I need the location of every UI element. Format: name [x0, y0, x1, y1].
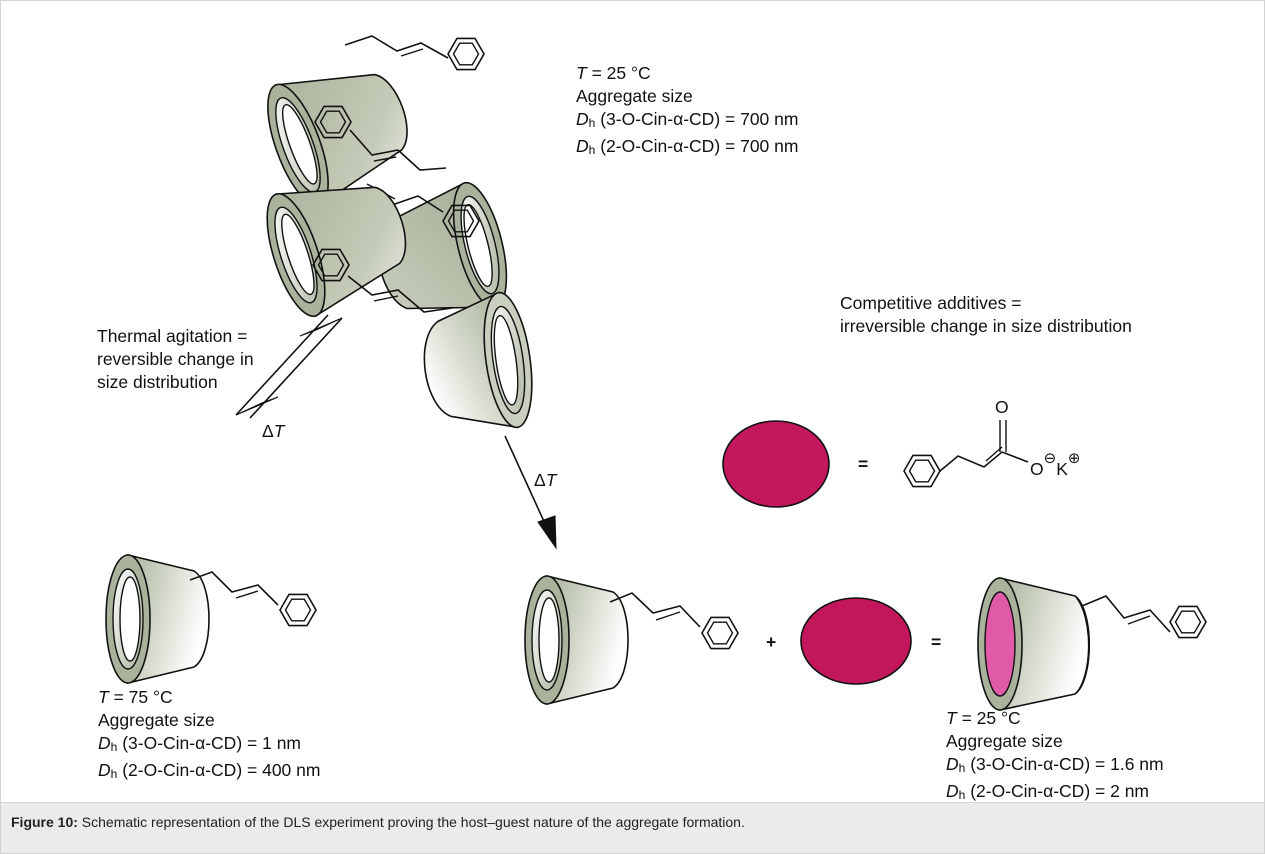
competitive-additives-note: Competitive additives = irreversible cha…	[840, 293, 1132, 336]
benzene-ring-icon	[903, 454, 941, 488]
right-condition-block: T = 25 °C Aggregate size Dh (3-O-Cin-α-C…	[946, 708, 1164, 802]
carbonyl-oxygen-label: O	[995, 397, 1009, 417]
equilibrium-arrow-icon	[235, 314, 343, 419]
inclusion-complex	[977, 576, 1207, 711]
benzene-ring-icon	[447, 37, 485, 71]
thermal-agitation-note: Thermal agitation = reversible change in…	[97, 326, 254, 392]
aggregate-stack	[266, 35, 533, 429]
product-equals-sign: =	[931, 632, 942, 652]
irreversible-arrow-icon	[504, 435, 557, 550]
benzene-ring-icon	[701, 616, 739, 650]
left-condition-block: T = 75 °C Aggregate size Dh (3-O-Cin-α-C…	[98, 687, 321, 781]
plus-sign: +	[766, 632, 777, 652]
free-host-middle	[524, 575, 739, 705]
benzene-ring-icon	[279, 593, 317, 627]
delta-t-left-label: ΔT	[262, 421, 285, 441]
guest-ellipse-icon	[722, 420, 830, 508]
top-condition-block: T = 25 °C Aggregate size Dh (3-O-Cin-α-C…	[576, 63, 799, 157]
free-host-left	[105, 554, 317, 684]
delta-t-right-label: ΔT	[534, 470, 557, 490]
caption-bar: Figure 10: Schematic representation of t…	[1, 802, 1264, 853]
potassium-cinnamate-structure	[903, 420, 1029, 488]
scheme-diagram	[105, 35, 1207, 711]
legend-equals-sign: =	[858, 454, 869, 474]
guest-ellipse-icon	[800, 597, 912, 685]
carboxylate-label: O⊖K⊕	[1030, 450, 1081, 479]
figure-caption: Figure 10: Schematic representation of t…	[11, 814, 745, 830]
benzene-ring-icon	[1169, 605, 1207, 639]
